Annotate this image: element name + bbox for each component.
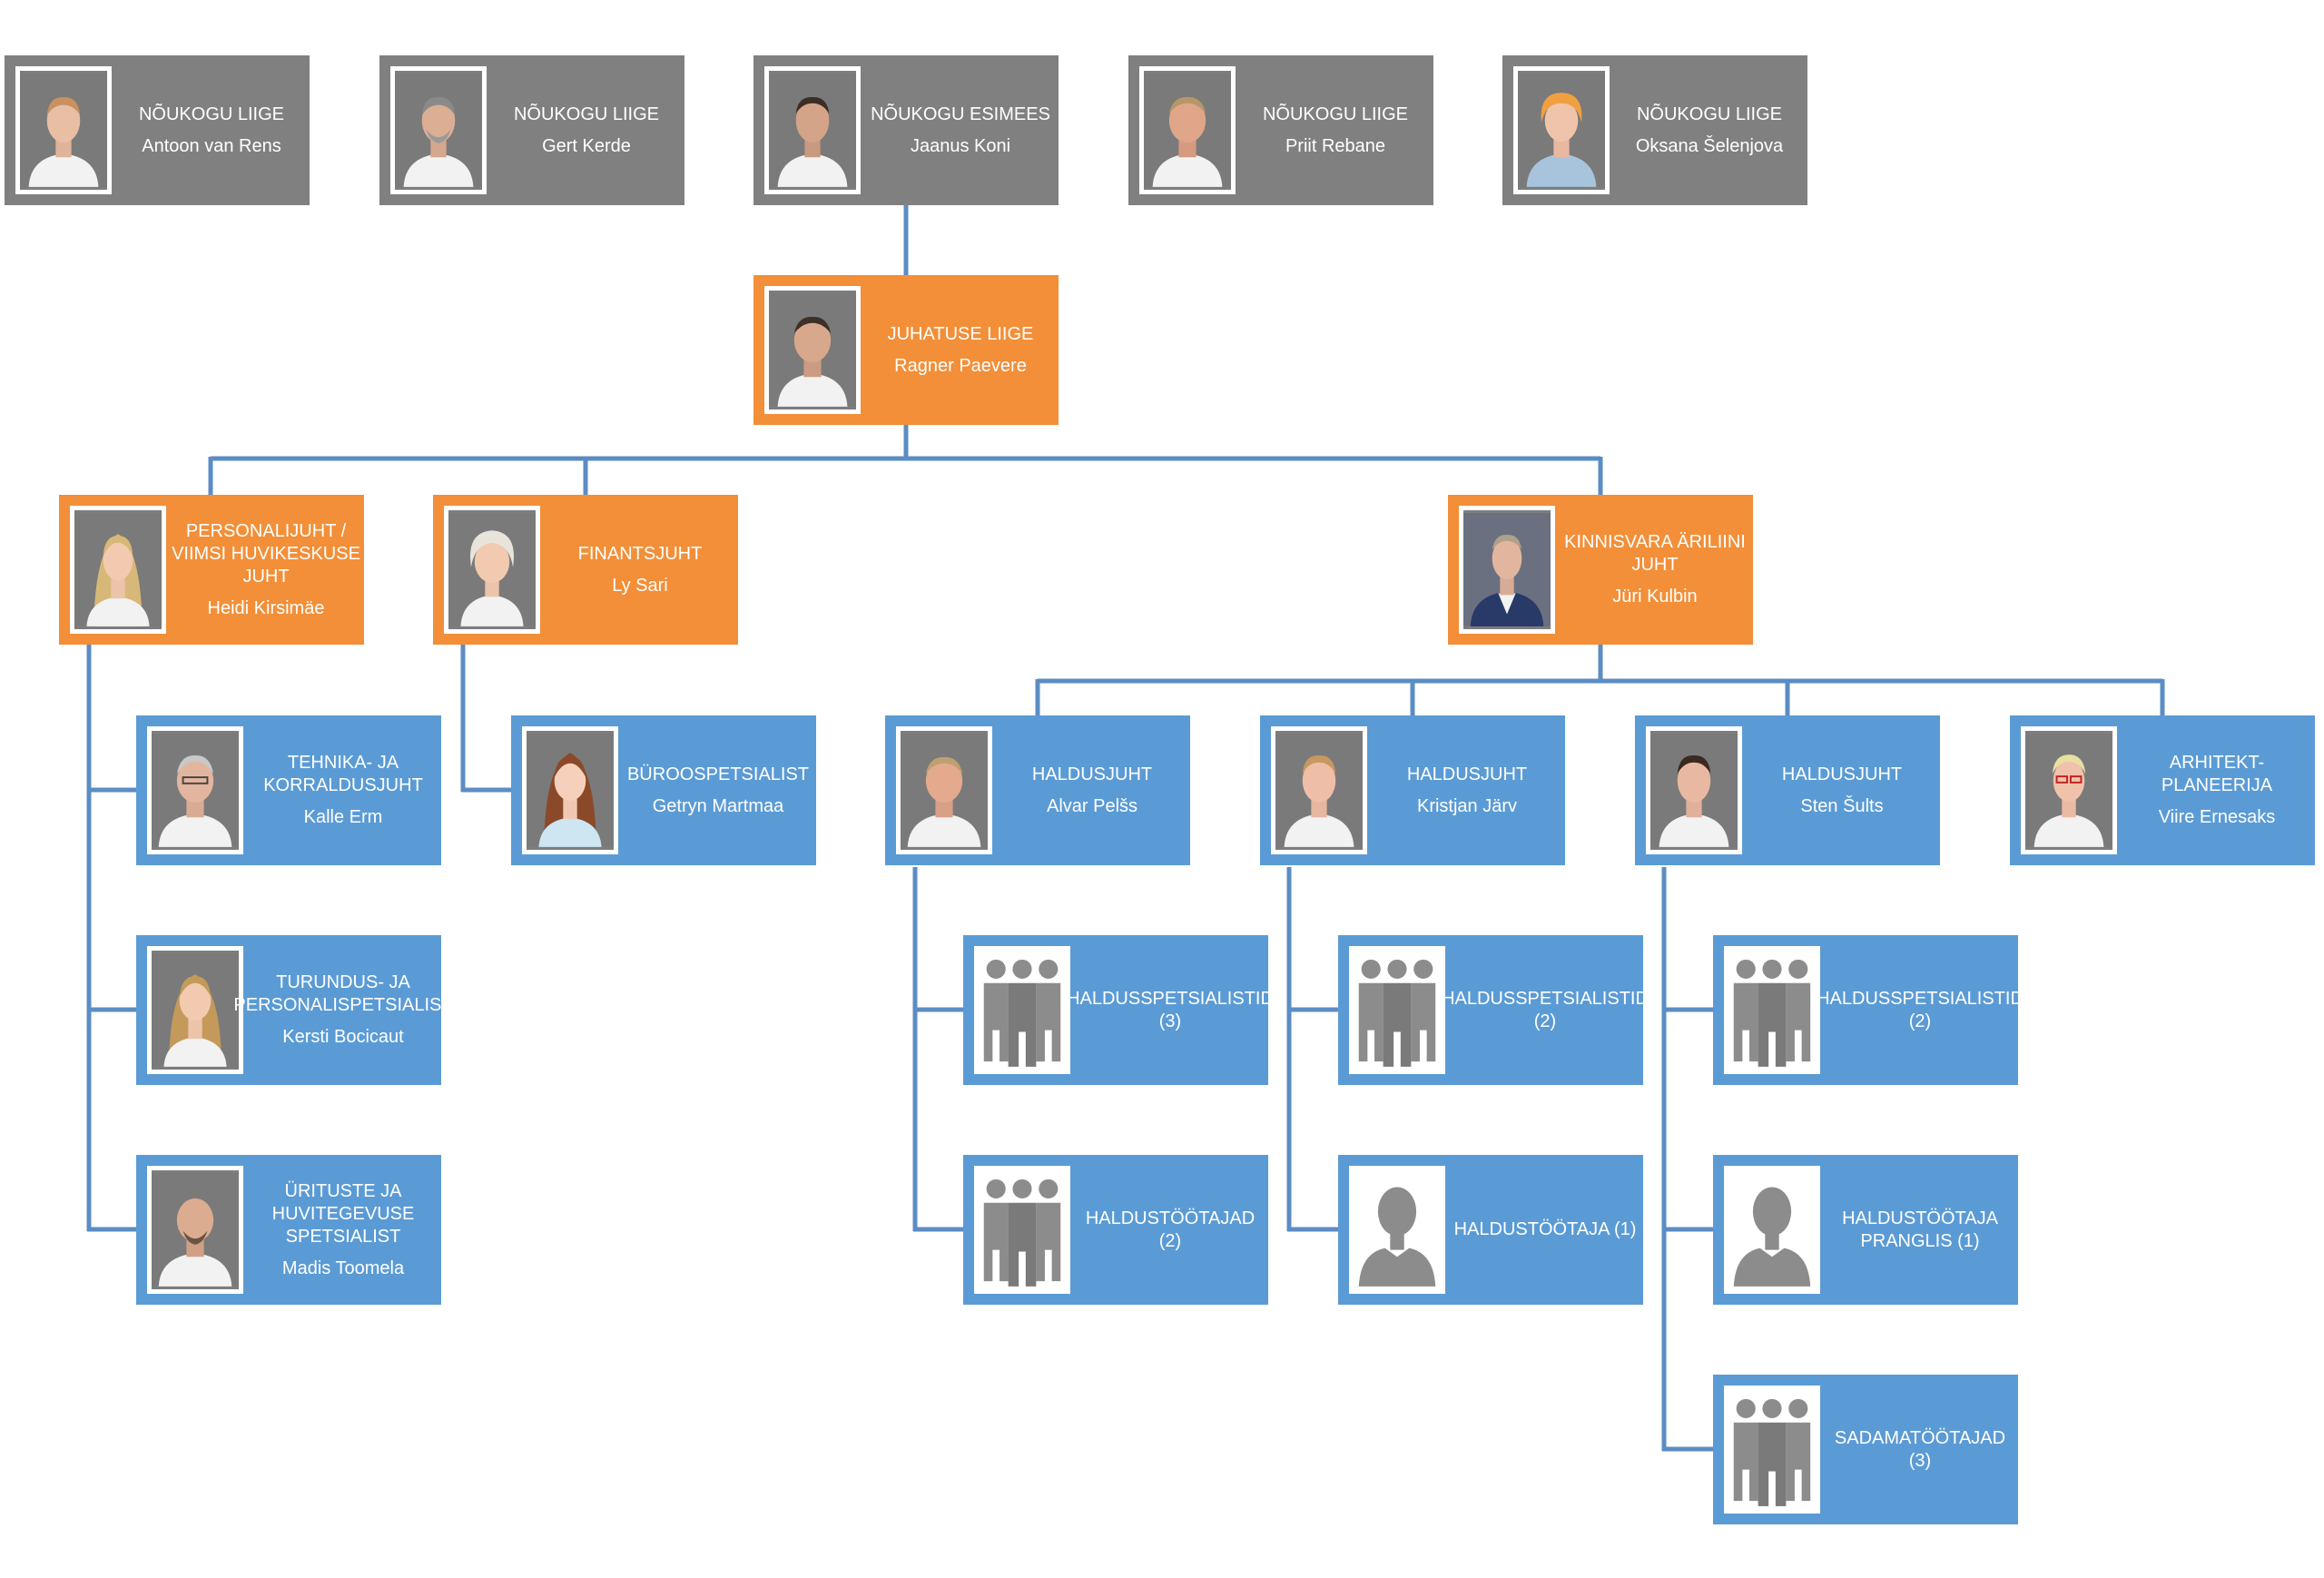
manager-card-property: KINNISVARA ÄRILIINI JUHT Jüri Kulbin xyxy=(1448,495,1753,645)
role-title: TEHNIKA- JA KORRALDUSJUHT xyxy=(263,753,423,795)
team-label: HALDUSSPETSIALISTID (3) xyxy=(1067,988,1274,1031)
team-card: HALDUSSPETSIALISTID (3) xyxy=(963,935,1274,1085)
person-photo xyxy=(15,66,112,194)
team-label: HALDUSTÖÖTAJAD (2) xyxy=(1085,1208,1256,1251)
person-photo xyxy=(444,506,540,634)
person-photo xyxy=(764,286,861,414)
role-title: NÕUKOGU ESIMEES xyxy=(871,104,1050,124)
manager-card-hr: PERSONALIJUHT / VIIMSI HUVIKESKUSE JUHT H… xyxy=(59,495,364,645)
staff-card: HALDUSJUHT Alvar Pelšs xyxy=(885,715,1190,865)
person-name: Viire Ernesaks xyxy=(2158,807,2276,827)
role-title: FINANTSJUHT xyxy=(577,543,703,564)
staff-card: TEHNIKA- JA KORRALDUSJUHT Kalle Erm xyxy=(136,715,441,865)
team-label: SADAMATÖÖTAJAD (3) xyxy=(1834,1427,2006,1471)
staff-card: TURUNDUS- JA PERSONALISPETSIALIST Kersti … xyxy=(136,935,453,1085)
team-card: HALDUSSPETSIALISTID (2) xyxy=(1713,935,2024,1085)
person-name: Jüri Kulbin xyxy=(1612,587,1698,607)
person-name: Alvar Pelšs xyxy=(1046,795,1138,816)
role-title: HALDUSJUHT xyxy=(1406,764,1528,784)
staff-card: HALDUSJUHT Sten Šults xyxy=(1635,715,1940,865)
staff-card: HALDUSJUHT Kristjan Järv xyxy=(1260,715,1565,865)
person-photo xyxy=(1139,66,1236,194)
person-name: Antoon van Rens xyxy=(142,135,281,156)
team-card: SADAMATÖÖTAJAD (3) xyxy=(1713,1375,2018,1524)
role-title: PERSONALIJUHT / VIIMSI HUVIKESKUSE JUHT xyxy=(172,520,360,587)
person-name: Jaanus Koni xyxy=(910,135,1011,156)
ceo-card: JUHATUSE LIIGE Ragner Paevere xyxy=(753,275,1059,425)
person-photo xyxy=(2021,726,2117,854)
role-title: ARHITEKT-PLANEERIJA xyxy=(2161,753,2273,795)
team-label: HALDUSSPETSIALISTID (2) xyxy=(1442,988,1649,1031)
role-title: JUHATUSE LIIGE xyxy=(887,323,1034,344)
person-photo xyxy=(147,726,243,854)
team-label: HALDUSTÖÖTAJA (1) xyxy=(1453,1219,1637,1239)
person-name: Ly Sari xyxy=(612,575,668,596)
person-photo xyxy=(70,506,166,634)
staff-card: ARHITEKT-PLANEERIJA Viire Ernesaks xyxy=(2010,715,2315,865)
person-name: Sten Šults xyxy=(1800,795,1884,816)
role-title: NÕUKOGU LIIGE xyxy=(138,104,285,124)
person-photo xyxy=(147,946,243,1074)
person-name: Ragner Paevere xyxy=(894,355,1027,376)
group-icon xyxy=(974,1166,1070,1294)
person-name: Gert Kerde xyxy=(542,135,631,156)
group-icon xyxy=(1724,1386,1820,1514)
person-name: Kristjan Järv xyxy=(1416,795,1518,816)
person-photo xyxy=(522,726,618,854)
person-photo xyxy=(147,1166,243,1294)
person-name: Oksana Šelenjova xyxy=(1635,135,1784,156)
group-icon xyxy=(1724,946,1820,1074)
person-photo xyxy=(1459,506,1555,634)
person-photo xyxy=(764,66,861,194)
board-member-card: NÕUKOGU LIIGE Gert Kerde xyxy=(379,55,684,205)
staff-card: BÜROOSPETSIALIST Getryn Martmaa xyxy=(511,715,816,865)
role-title: NÕUKOGU LIIGE xyxy=(1262,104,1409,124)
board-member-card: NÕUKOGU LIIGE Antoon van Rens xyxy=(5,55,310,205)
person-icon xyxy=(1724,1166,1820,1294)
team-card: HALDUSTÖÖTAJAD (2) xyxy=(963,1155,1268,1305)
team-card: HALDUSTÖÖTAJA PRANGLIS (1) xyxy=(1713,1155,2018,1305)
person-name: Heidi Kirsimäe xyxy=(207,597,325,618)
group-icon xyxy=(974,946,1070,1074)
role-title: ÜRITUSTE JA HUVITEGEVUSE SPETSIALIST xyxy=(271,1180,415,1247)
role-title: NÕUKOGU LIIGE xyxy=(1636,104,1783,124)
person-photo xyxy=(1271,726,1367,854)
role-title: KINNISVARA ÄRILIINI JUHT xyxy=(1564,532,1746,575)
person-name: Madis Toomela xyxy=(281,1257,405,1278)
person-name: Getryn Martmaa xyxy=(652,795,784,816)
person-photo xyxy=(390,66,487,194)
person-photo xyxy=(1646,726,1742,854)
team-card: HALDUSSPETSIALISTID (2) xyxy=(1338,935,1649,1085)
person-name: Kalle Erm xyxy=(303,807,383,827)
role-title: BÜROOSPETSIALIST xyxy=(626,764,810,784)
person-photo xyxy=(896,726,992,854)
board-member-card: NÕUKOGU LIIGE Priit Rebane xyxy=(1128,55,1433,205)
role-title: TURUNDUS- JA PERSONALISPETSIALIST xyxy=(233,972,453,1015)
board-member-card: NÕUKOGU LIIGE Oksana Šelenjova xyxy=(1502,55,1807,205)
team-label: HALDUSTÖÖTAJA PRANGLIS (1) xyxy=(1842,1208,1998,1251)
manager-card-finance: FINANTSJUHT Ly Sari xyxy=(433,495,738,645)
team-card: HALDUSTÖÖTAJA (1) xyxy=(1338,1155,1643,1305)
role-title: NÕUKOGU LIIGE xyxy=(513,104,660,124)
board-chair-card: NÕUKOGU ESIMEES Jaanus Koni xyxy=(753,55,1059,205)
group-icon xyxy=(1349,946,1445,1074)
person-name: Kersti Bocicaut xyxy=(282,1027,404,1047)
staff-card: ÜRITUSTE JA HUVITEGEVUSE SPETSIALIST Madi… xyxy=(136,1155,441,1305)
person-icon xyxy=(1349,1166,1445,1294)
role-title: HALDUSJUHT xyxy=(1781,764,1903,784)
team-label: HALDUSSPETSIALISTID (2) xyxy=(1817,988,2024,1031)
role-title: HALDUSJUHT xyxy=(1031,764,1153,784)
person-name: Priit Rebane xyxy=(1285,135,1386,156)
person-photo xyxy=(1513,66,1610,194)
